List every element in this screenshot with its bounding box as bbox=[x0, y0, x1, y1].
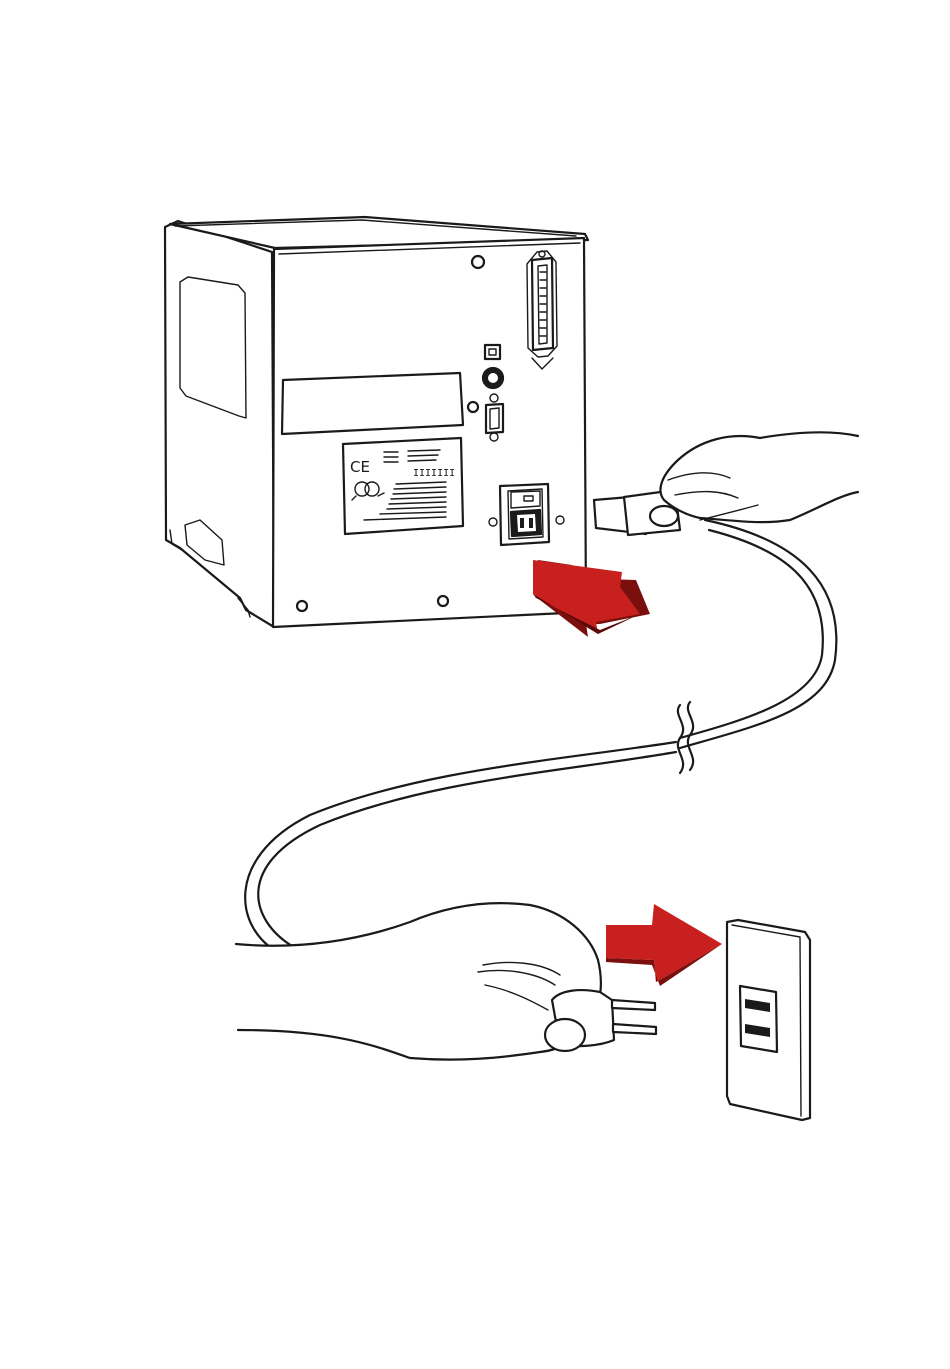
usb-port-icon bbox=[485, 345, 500, 359]
cable-break-mark bbox=[678, 705, 683, 773]
ps2-port-icon bbox=[483, 368, 503, 388]
hand-holding-wall-plug bbox=[236, 903, 656, 1059]
barcode-mark: IIIIIII bbox=[413, 468, 455, 479]
rating-label: CE IIIIIII bbox=[343, 438, 463, 534]
printer: CE IIIIIII bbox=[165, 217, 588, 627]
wall-outlet-icon bbox=[727, 920, 810, 1120]
interface-cover-plate bbox=[282, 373, 463, 434]
ce-mark: CE bbox=[350, 458, 370, 476]
hand-holding-power-connector bbox=[594, 432, 858, 535]
red-arrow-icon bbox=[606, 904, 722, 986]
red-arrow-icon bbox=[533, 560, 650, 637]
